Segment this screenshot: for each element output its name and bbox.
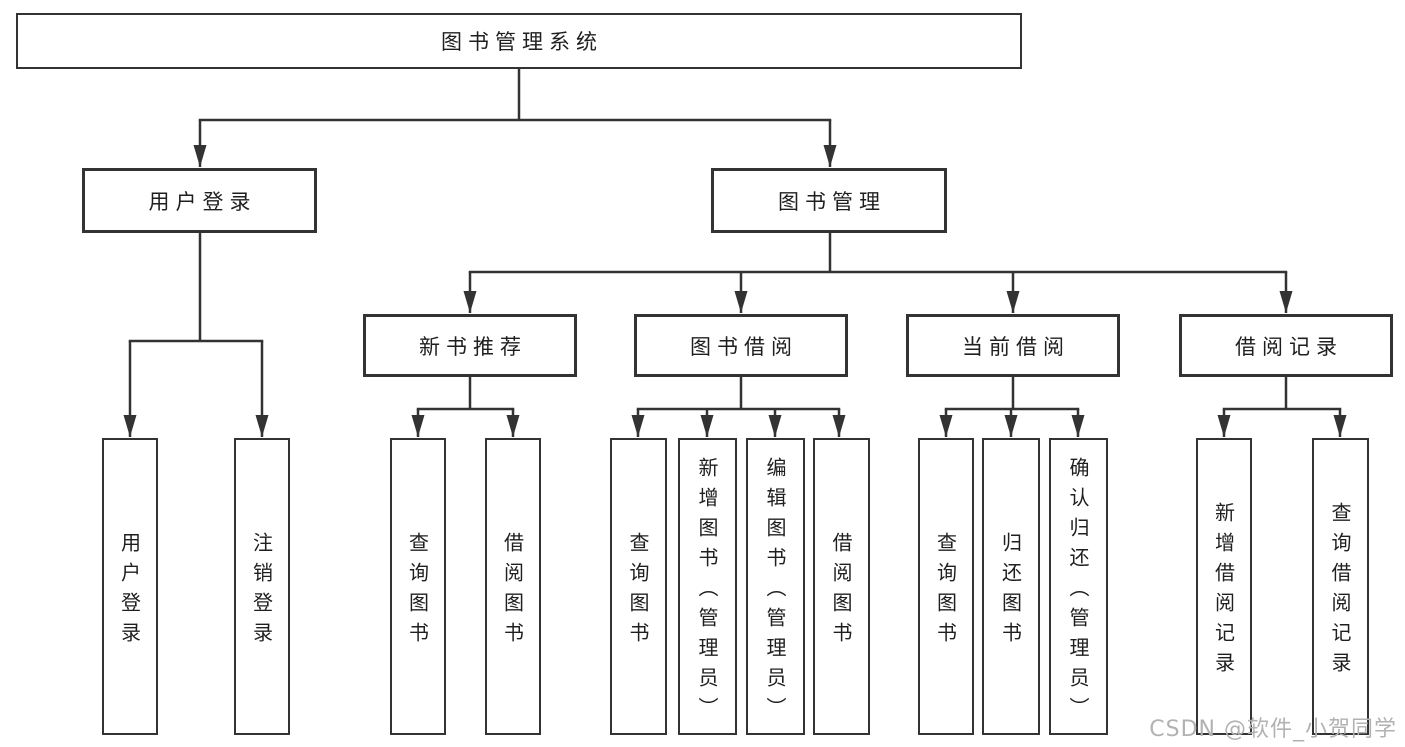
node-leaf-confirm-return-admin-label: 确认归还（管理员） (1066, 456, 1090, 727)
node-leaf-logout: 注销登录 (234, 438, 290, 735)
node-borrow-records-label: 借阅记录 (1235, 334, 1343, 359)
node-new-book-recommend: 新书推荐 (363, 314, 577, 377)
node-leaf-add-book-admin: 新增图书（管理员） (678, 438, 737, 735)
node-leaf-user-login: 用户登录 (102, 438, 158, 735)
node-leaf-query-borrow-record-label: 查询借阅记录 (1328, 501, 1352, 682)
node-root: 图书管理系统 (16, 13, 1022, 69)
node-book-borrow-label: 图书借阅 (690, 334, 798, 359)
node-book-management-label: 图书管理 (778, 189, 886, 214)
node-book-management: 图书管理 (711, 168, 947, 233)
node-leaf-return-books: 归还图书 (982, 438, 1040, 735)
node-leaf-logout-label: 注销登录 (249, 531, 274, 652)
node-root-label: 图书管理系统 (441, 30, 603, 54)
node-leaf-query-books-3-label: 查询图书 (933, 531, 958, 652)
node-leaf-return-books-label: 归还图书 (998, 531, 1023, 652)
connector-book-borrow (631, 377, 846, 437)
node-leaf-edit-book-admin-label: 编辑图书（管理员） (763, 456, 787, 727)
node-user-login-label: 用户登录 (148, 189, 257, 214)
node-leaf-query-books-3: 查询图书 (918, 438, 974, 735)
node-new-book-recommend-label: 新书推荐 (419, 334, 527, 359)
connector-book-management (463, 233, 1293, 313)
node-leaf-add-book-admin-label: 新增图书（管理员） (695, 456, 719, 727)
node-leaf-query-books-1-label: 查询图书 (405, 531, 430, 652)
node-current-borrow-label: 当前借阅 (962, 334, 1070, 359)
node-leaf-query-borrow-record: 查询借阅记录 (1312, 438, 1369, 735)
csdn-watermark: CSDN @软件_小贺同学 (1149, 717, 1397, 742)
connector-current-borrow (939, 377, 1085, 437)
node-leaf-query-books-2-label: 查询图书 (626, 531, 650, 652)
node-leaf-query-books-1: 查询图书 (390, 438, 446, 735)
node-leaf-borrow-books-2-label: 借阅图书 (829, 531, 853, 652)
node-borrow-records: 借阅记录 (1179, 314, 1393, 377)
node-leaf-borrow-books-2: 借阅图书 (813, 438, 870, 735)
node-leaf-borrow-books-1: 借阅图书 (485, 438, 541, 735)
node-leaf-query-books-2: 查询图书 (610, 438, 667, 735)
node-leaf-add-borrow-record: 新增借阅记录 (1196, 438, 1252, 735)
node-leaf-add-borrow-record-label: 新增借阅记录 (1211, 501, 1236, 682)
node-leaf-user-login-label: 用户登录 (117, 531, 142, 652)
node-leaf-confirm-return-admin: 确认归还（管理员） (1049, 438, 1108, 735)
node-book-borrow: 图书借阅 (634, 314, 848, 377)
connector-new-book-recommend (411, 377, 520, 437)
connector-borrow-records (1217, 377, 1347, 437)
connector-root (193, 69, 837, 167)
node-current-borrow: 当前借阅 (906, 314, 1120, 377)
node-leaf-edit-book-admin: 编辑图书（管理员） (746, 438, 805, 735)
node-user-login: 用户登录 (82, 168, 317, 233)
connector-user-login (123, 233, 269, 437)
node-leaf-borrow-books-1-label: 借阅图书 (500, 531, 525, 652)
